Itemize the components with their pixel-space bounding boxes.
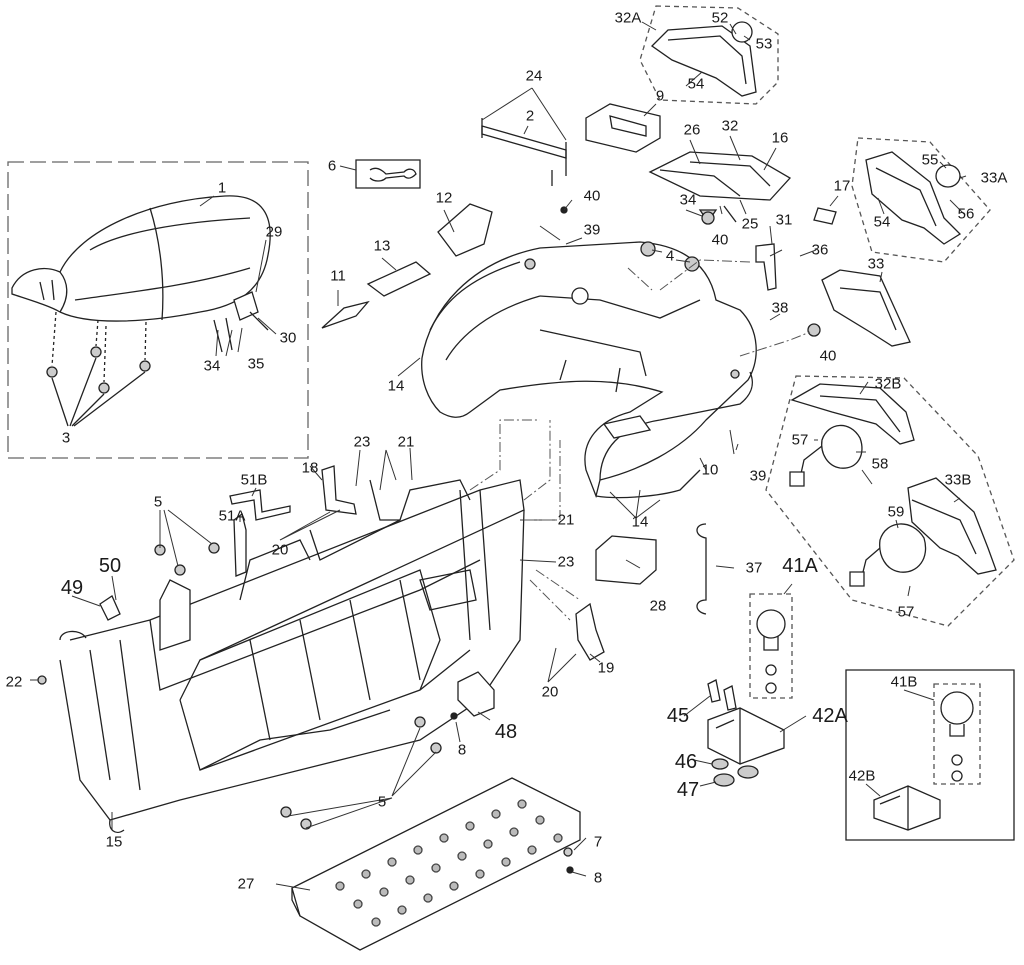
nut-22	[38, 676, 46, 684]
lamp-58	[790, 425, 862, 486]
main-frame	[60, 480, 524, 832]
seat-latch	[214, 292, 268, 352]
bushing-4b	[685, 257, 699, 271]
assembly-32b-33b-boundary	[766, 376, 1014, 626]
bracket-42a	[708, 708, 784, 764]
routing-lines	[470, 260, 810, 620]
seat-part	[12, 196, 270, 321]
seat-group-boundary	[8, 162, 308, 458]
seat-bushings	[47, 312, 150, 426]
bracket-51b	[230, 490, 290, 520]
bracket-42b	[874, 786, 940, 830]
taillight-33a	[866, 152, 960, 244]
tool-wrench	[356, 160, 420, 188]
battery-cover	[586, 104, 660, 152]
bolt-8b	[567, 867, 573, 873]
assembly-33a-boundary	[852, 138, 990, 262]
bulb-41b	[941, 692, 973, 781]
bulb-41a	[757, 610, 785, 693]
bracket-49	[100, 596, 120, 620]
nut-47a	[714, 774, 734, 786]
bushing-4	[641, 242, 655, 256]
taillight-32a	[652, 22, 756, 96]
bolts-45	[708, 680, 736, 710]
taillight-33b	[908, 478, 996, 574]
bracket-51a	[234, 514, 246, 576]
bushing-40a	[702, 212, 714, 224]
bracket-48	[458, 672, 494, 716]
grommet-5f	[281, 807, 291, 817]
washer-7	[564, 848, 572, 856]
bracket-17	[814, 208, 836, 224]
taillight-32b	[792, 384, 914, 444]
leader-lines	[30, 22, 966, 890]
bulb-41a-boundary	[750, 594, 792, 698]
inset-box-41b-42b	[846, 670, 1014, 840]
assembly-32a-boundary	[640, 6, 778, 104]
spring-37	[697, 524, 706, 614]
grommet-5d	[415, 717, 425, 727]
lamp-59	[850, 524, 926, 586]
nut-46	[712, 759, 728, 769]
bracket-31	[756, 244, 776, 290]
grommet-5b	[209, 543, 219, 553]
rear-fender	[422, 242, 756, 498]
bracket-19	[576, 604, 604, 660]
grommet-5e	[431, 743, 441, 753]
bulb-41b-boundary	[934, 684, 980, 784]
bolt-8a	[451, 713, 457, 719]
rear-rack-bar	[482, 118, 566, 186]
grommet-5g	[301, 819, 311, 829]
grommet-5c	[175, 565, 185, 575]
panel-11	[322, 302, 368, 328]
nut-47b	[738, 766, 758, 778]
bracket-18	[322, 466, 356, 514]
panel-12	[438, 204, 492, 256]
taillight-bracket	[650, 152, 790, 222]
skid-plate-holes	[336, 800, 562, 926]
tail-cover-33	[822, 270, 910, 346]
bushing-40b	[808, 324, 820, 336]
panel-13	[368, 262, 430, 296]
